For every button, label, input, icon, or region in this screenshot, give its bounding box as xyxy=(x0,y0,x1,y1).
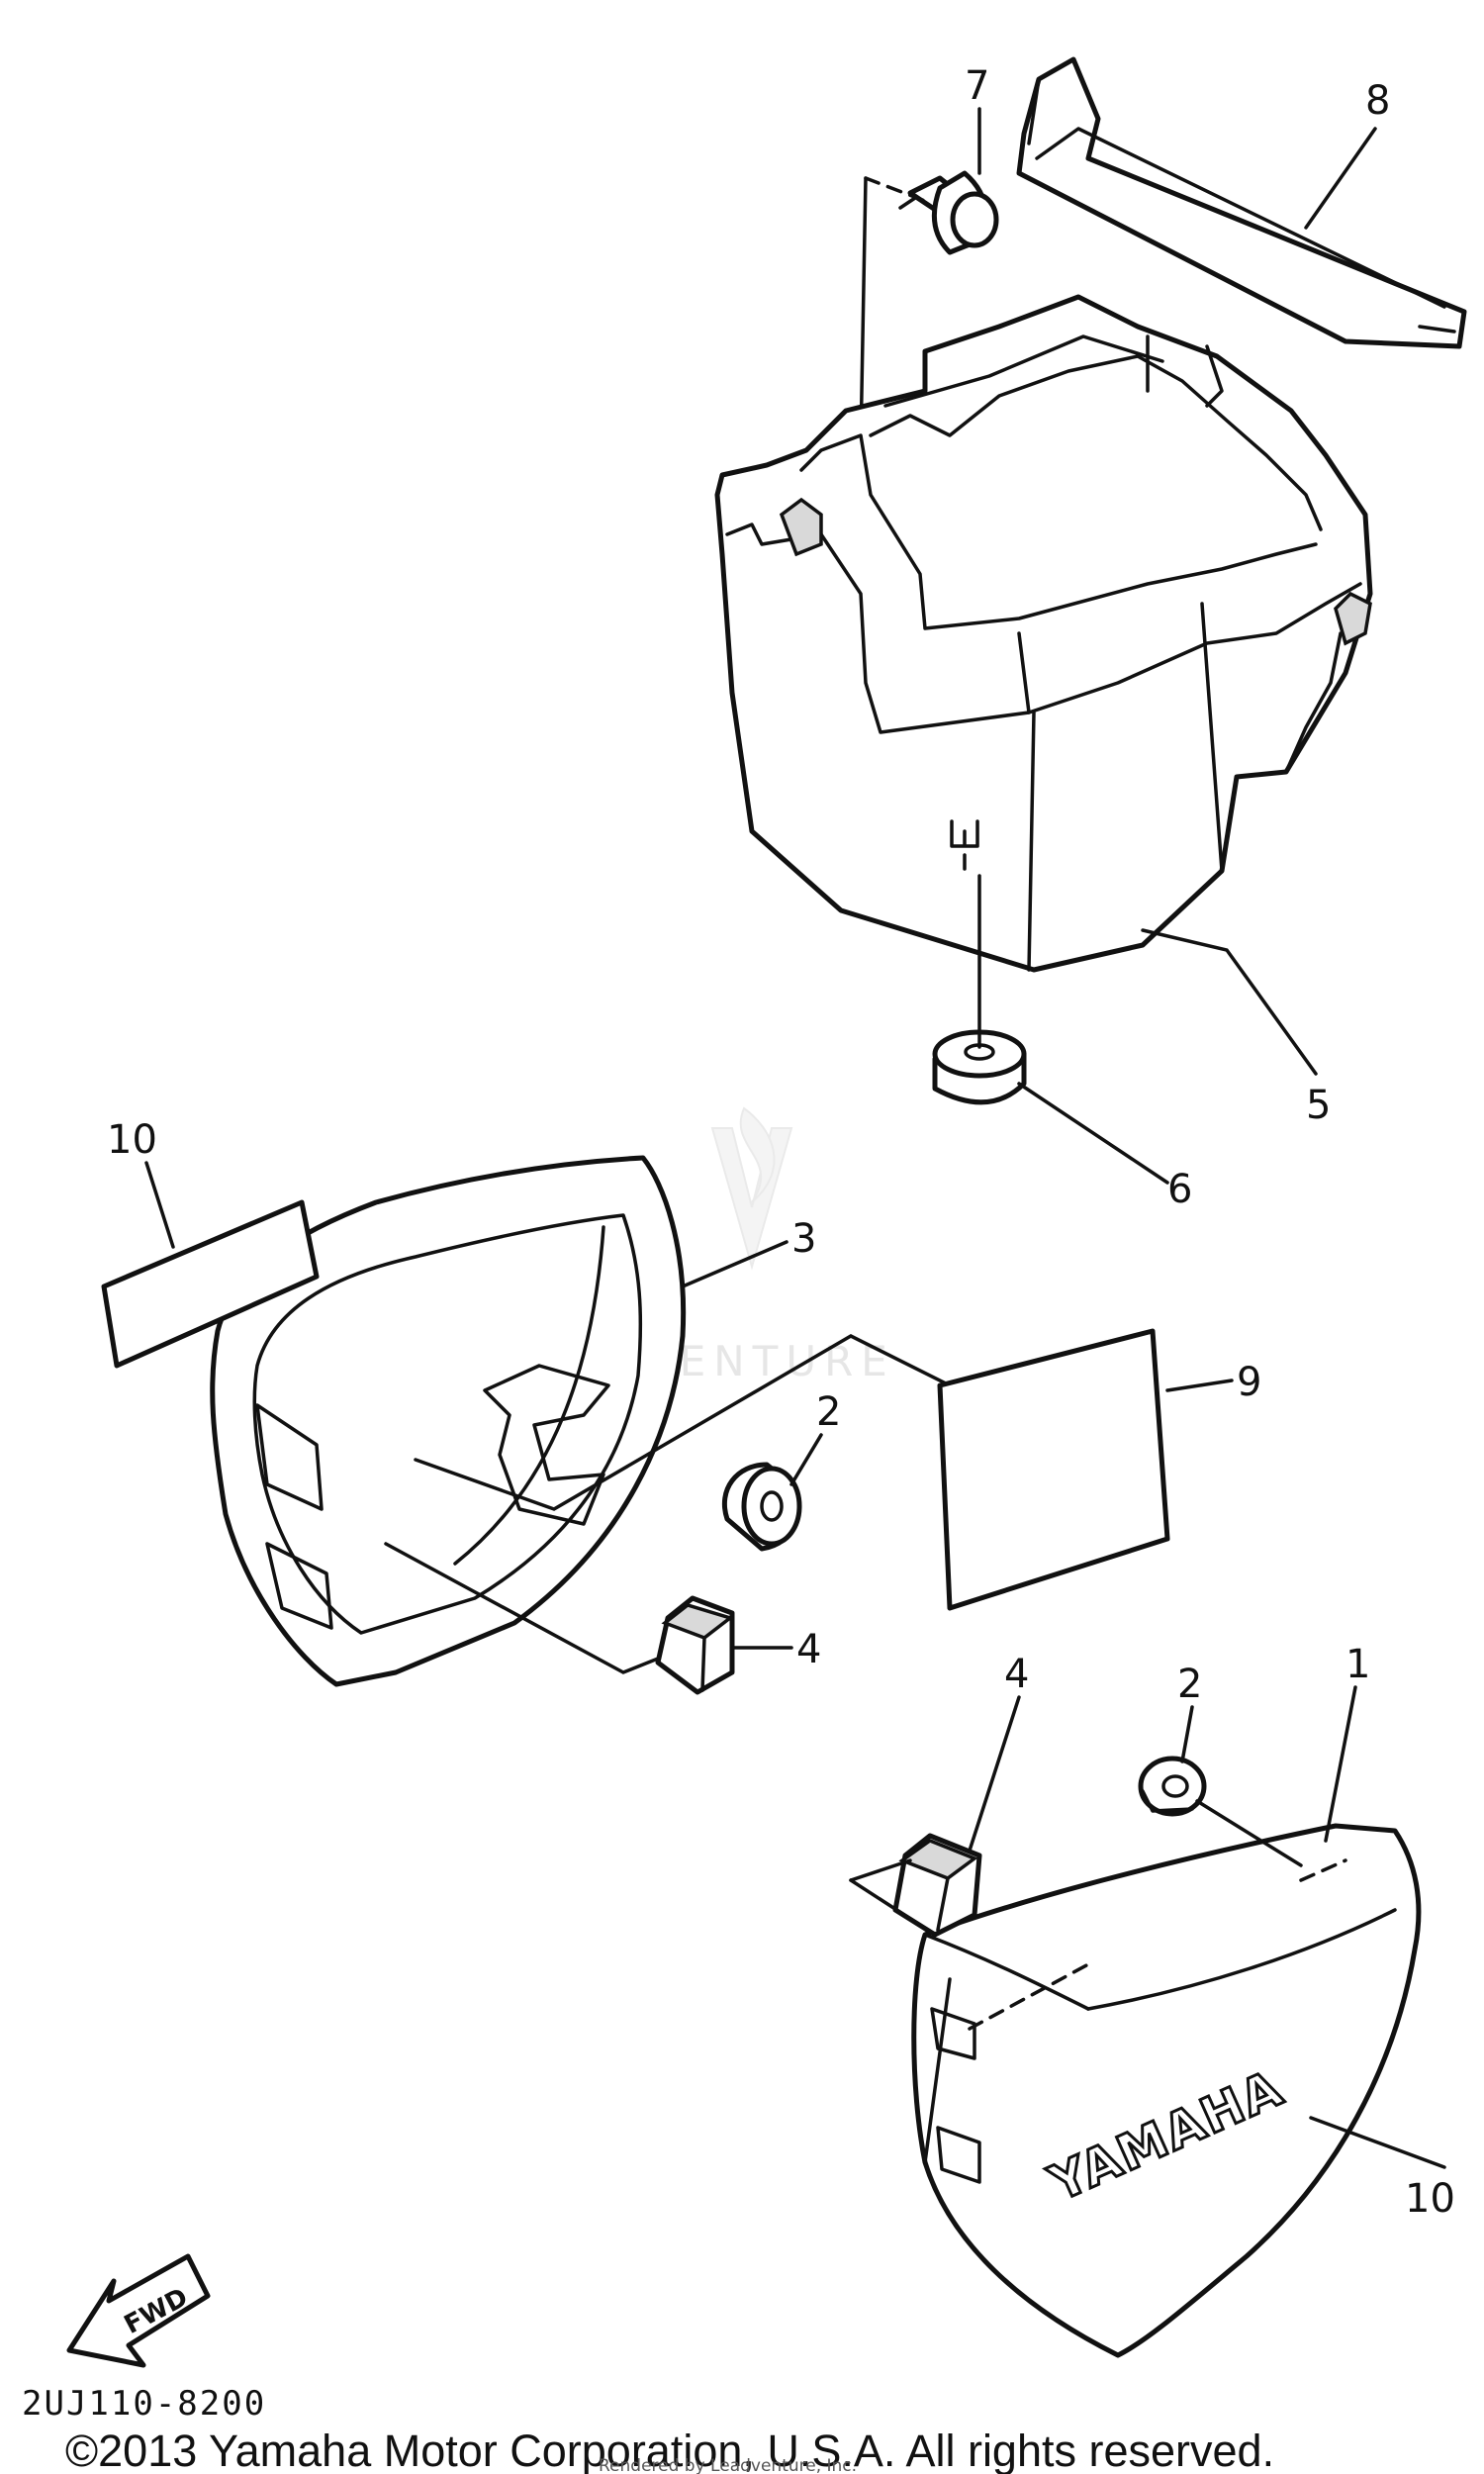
callout-8: 8 xyxy=(1365,78,1390,124)
part-10-decal-left xyxy=(101,1199,320,1369)
guide-3-to-9 xyxy=(414,1334,952,1511)
part-8-strap xyxy=(1016,56,1467,349)
callout-2-upper: 2 xyxy=(816,1389,841,1435)
leader-10-right xyxy=(1309,2116,1446,2169)
callout-1: 1 xyxy=(1345,1642,1370,1687)
callout-7: 7 xyxy=(965,63,989,109)
render-credit: Rendered by Leadventure, Inc. xyxy=(599,2456,857,2474)
watermark-logo xyxy=(710,1106,793,1271)
callout-5: 5 xyxy=(1306,1083,1331,1128)
copyright-notice: ©2013 Yamaha Motor Corporation, U.S.A. A… xyxy=(65,2426,1274,2474)
leader-10-left xyxy=(144,1161,175,1249)
leader-3 xyxy=(681,1240,788,1288)
guide-7-to-box xyxy=(859,176,868,447)
leader-2-lower xyxy=(1180,1705,1194,1763)
guide-4-to-cover xyxy=(849,1878,937,1937)
fwd-arrow: FWD xyxy=(66,2253,211,2368)
callout-6: 6 xyxy=(1167,1167,1192,1212)
callout-2-lower: 2 xyxy=(1177,1662,1202,1707)
leader-9 xyxy=(1165,1379,1234,1392)
leader-6 xyxy=(1017,1082,1169,1185)
callout-10-left: 10 xyxy=(107,1117,157,1163)
part-2-grommet-lower xyxy=(1138,1756,1207,1817)
part-4-clip-lower xyxy=(892,1833,982,1938)
callout-3: 3 xyxy=(791,1216,816,1262)
part-5-battery-box xyxy=(714,294,1373,973)
diagram-code: 2UJ110-8200 xyxy=(22,2384,266,2424)
part-3-left-cover xyxy=(210,1155,687,1687)
callout-4-upper: 4 xyxy=(796,1627,821,1672)
part-2-grommet-upper xyxy=(721,1462,802,1552)
leader-1 xyxy=(1324,1685,1357,1843)
part-1-right-cover xyxy=(911,1823,1422,2358)
callout-4-lower: 4 xyxy=(1004,1652,1029,1697)
part-6-grommet xyxy=(932,1029,1027,1105)
guide-4-join xyxy=(849,1858,912,1882)
callout-9: 9 xyxy=(1237,1360,1261,1405)
guide-2-to-cover xyxy=(1195,1799,1303,1867)
leader-2-upper xyxy=(789,1433,823,1486)
part-9-pad xyxy=(937,1328,1170,1611)
part-7-bolt xyxy=(898,170,999,255)
leader-8 xyxy=(1304,127,1377,230)
dash-7-to-box xyxy=(864,176,932,205)
part-4-clip-upper xyxy=(655,1595,735,1695)
callout-10-right: 10 xyxy=(1405,2176,1455,2222)
leader-4-lower xyxy=(968,1695,1021,1853)
leader-5 xyxy=(1141,928,1318,1076)
